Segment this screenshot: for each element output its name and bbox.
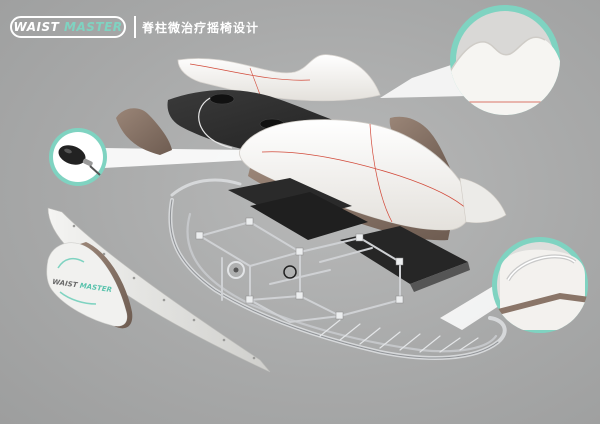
brand-secondary: MASTER [64, 20, 123, 34]
brand-logo: WAIST MASTER [10, 16, 126, 38]
brand-primary: WAIST [13, 20, 60, 34]
callout-headrest-detail [380, 5, 560, 115]
front-cover-shell [46, 242, 133, 329]
callout-beam [380, 62, 468, 98]
air-tube [198, 97, 233, 149]
seam-line [189, 63, 311, 81]
top-cushion-layer [177, 54, 381, 102]
rocker-frame [168, 178, 507, 360]
seam-line [261, 151, 469, 211]
page-title: 脊柱微治疗摇椅设计 [142, 21, 260, 35]
frame-joints [195, 217, 404, 320]
headrest-shape [450, 37, 560, 115]
valve-port [209, 93, 235, 105]
base-plates-layer [228, 178, 470, 292]
motor-wheel [283, 265, 297, 279]
left-side-shell [116, 108, 172, 155]
callout-beam [440, 282, 508, 330]
seat-shell-layer [239, 119, 507, 241]
callout-pump-detail [49, 128, 250, 186]
callout-beam [104, 148, 250, 168]
rail-end-shell [500, 249, 585, 330]
brand-logo-text: WAIST MASTER [13, 20, 122, 34]
header-divider [134, 16, 136, 38]
callout-rail-detail [440, 237, 588, 333]
motor-wheel [227, 261, 245, 279]
cover-accent-line [57, 257, 85, 269]
